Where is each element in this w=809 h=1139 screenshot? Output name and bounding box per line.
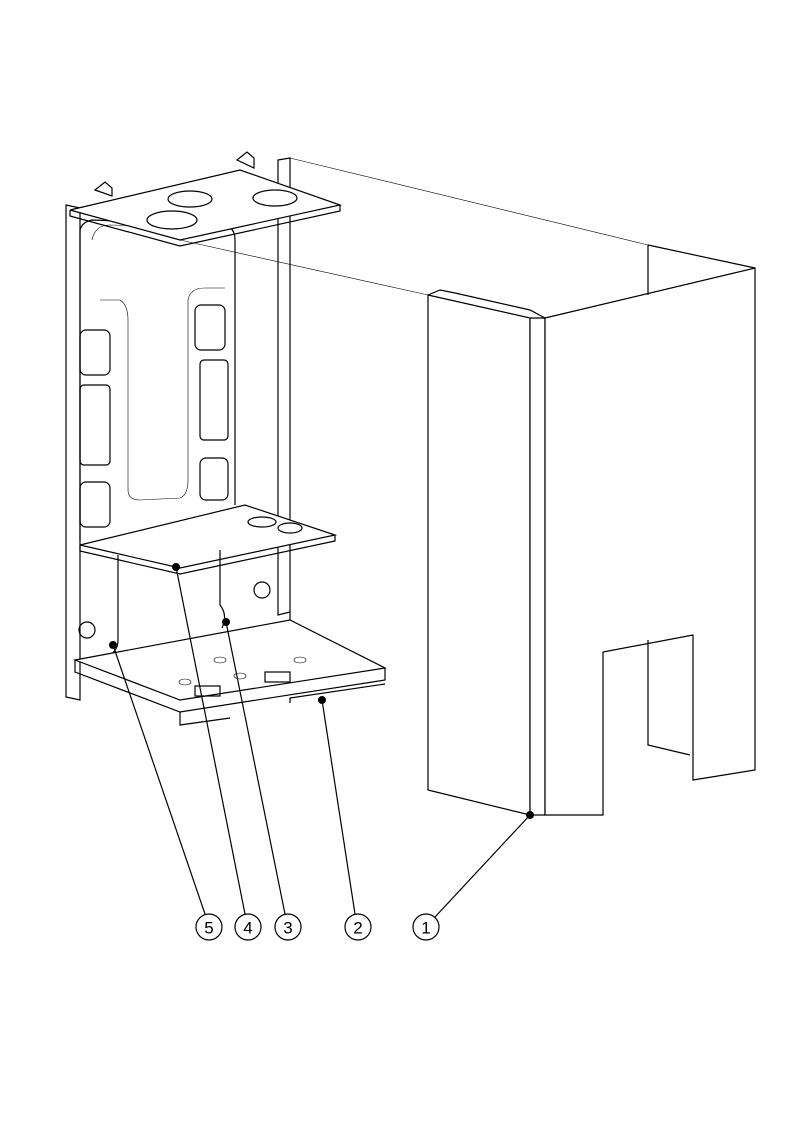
alignment-line bbox=[289, 157, 649, 246]
opening bbox=[194, 304, 226, 351]
callout-label: 2 bbox=[353, 919, 362, 938]
left-rail bbox=[65, 204, 81, 701]
callout-5: 5 bbox=[195, 913, 223, 941]
callout-4: 4 bbox=[234, 913, 262, 941]
bottom-tray bbox=[72, 619, 387, 701]
callout-2: 2 bbox=[344, 913, 372, 941]
callout-label: 4 bbox=[243, 919, 252, 938]
back-panel bbox=[79, 219, 236, 540]
frame-assembly bbox=[65, 151, 387, 726]
callout-1: 1 bbox=[412, 913, 440, 941]
callout-leaders bbox=[109, 563, 534, 918]
front-cover bbox=[427, 244, 756, 816]
callout-label: 5 bbox=[204, 919, 213, 938]
alignment-line bbox=[179, 239, 429, 296]
callout-label: 1 bbox=[421, 919, 430, 938]
callout-label: 3 bbox=[283, 919, 292, 938]
callout-3: 3 bbox=[274, 913, 302, 941]
